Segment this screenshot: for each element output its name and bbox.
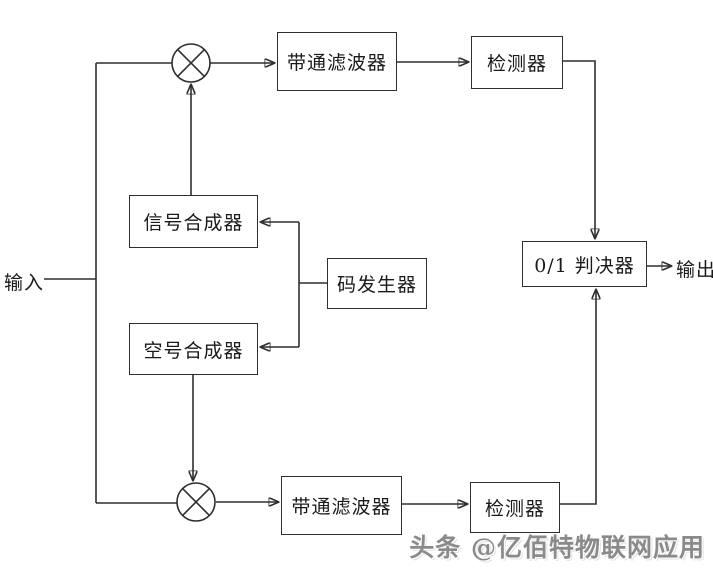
block-code-generator: 码发生器 [327, 258, 427, 309]
input-label: 输入 [4, 272, 45, 294]
block-decision: 0/1 判决器 [522, 241, 647, 287]
multiplier-icon [171, 43, 211, 83]
block-mark-synthesizer: 信号合成器 [129, 195, 258, 248]
block-bandpass-filter-top: 带通滤波器 [277, 32, 397, 91]
multiplier-icon [176, 482, 216, 522]
block-bandpass-filter-bottom: 带通滤波器 [281, 476, 402, 535]
block-detector-top: 检测器 [471, 36, 563, 89]
block-space-synthesizer: 空号合成器 [129, 323, 258, 375]
block-detector-bottom: 检测器 [470, 482, 560, 533]
top-detector-to-decision-arrow [563, 60, 595, 238]
bottom-detector-to-decision-arrow [560, 290, 596, 505]
watermark: 头条 @亿佰特物联网应用 [409, 533, 705, 562]
output-label: 输出 [676, 259, 713, 281]
